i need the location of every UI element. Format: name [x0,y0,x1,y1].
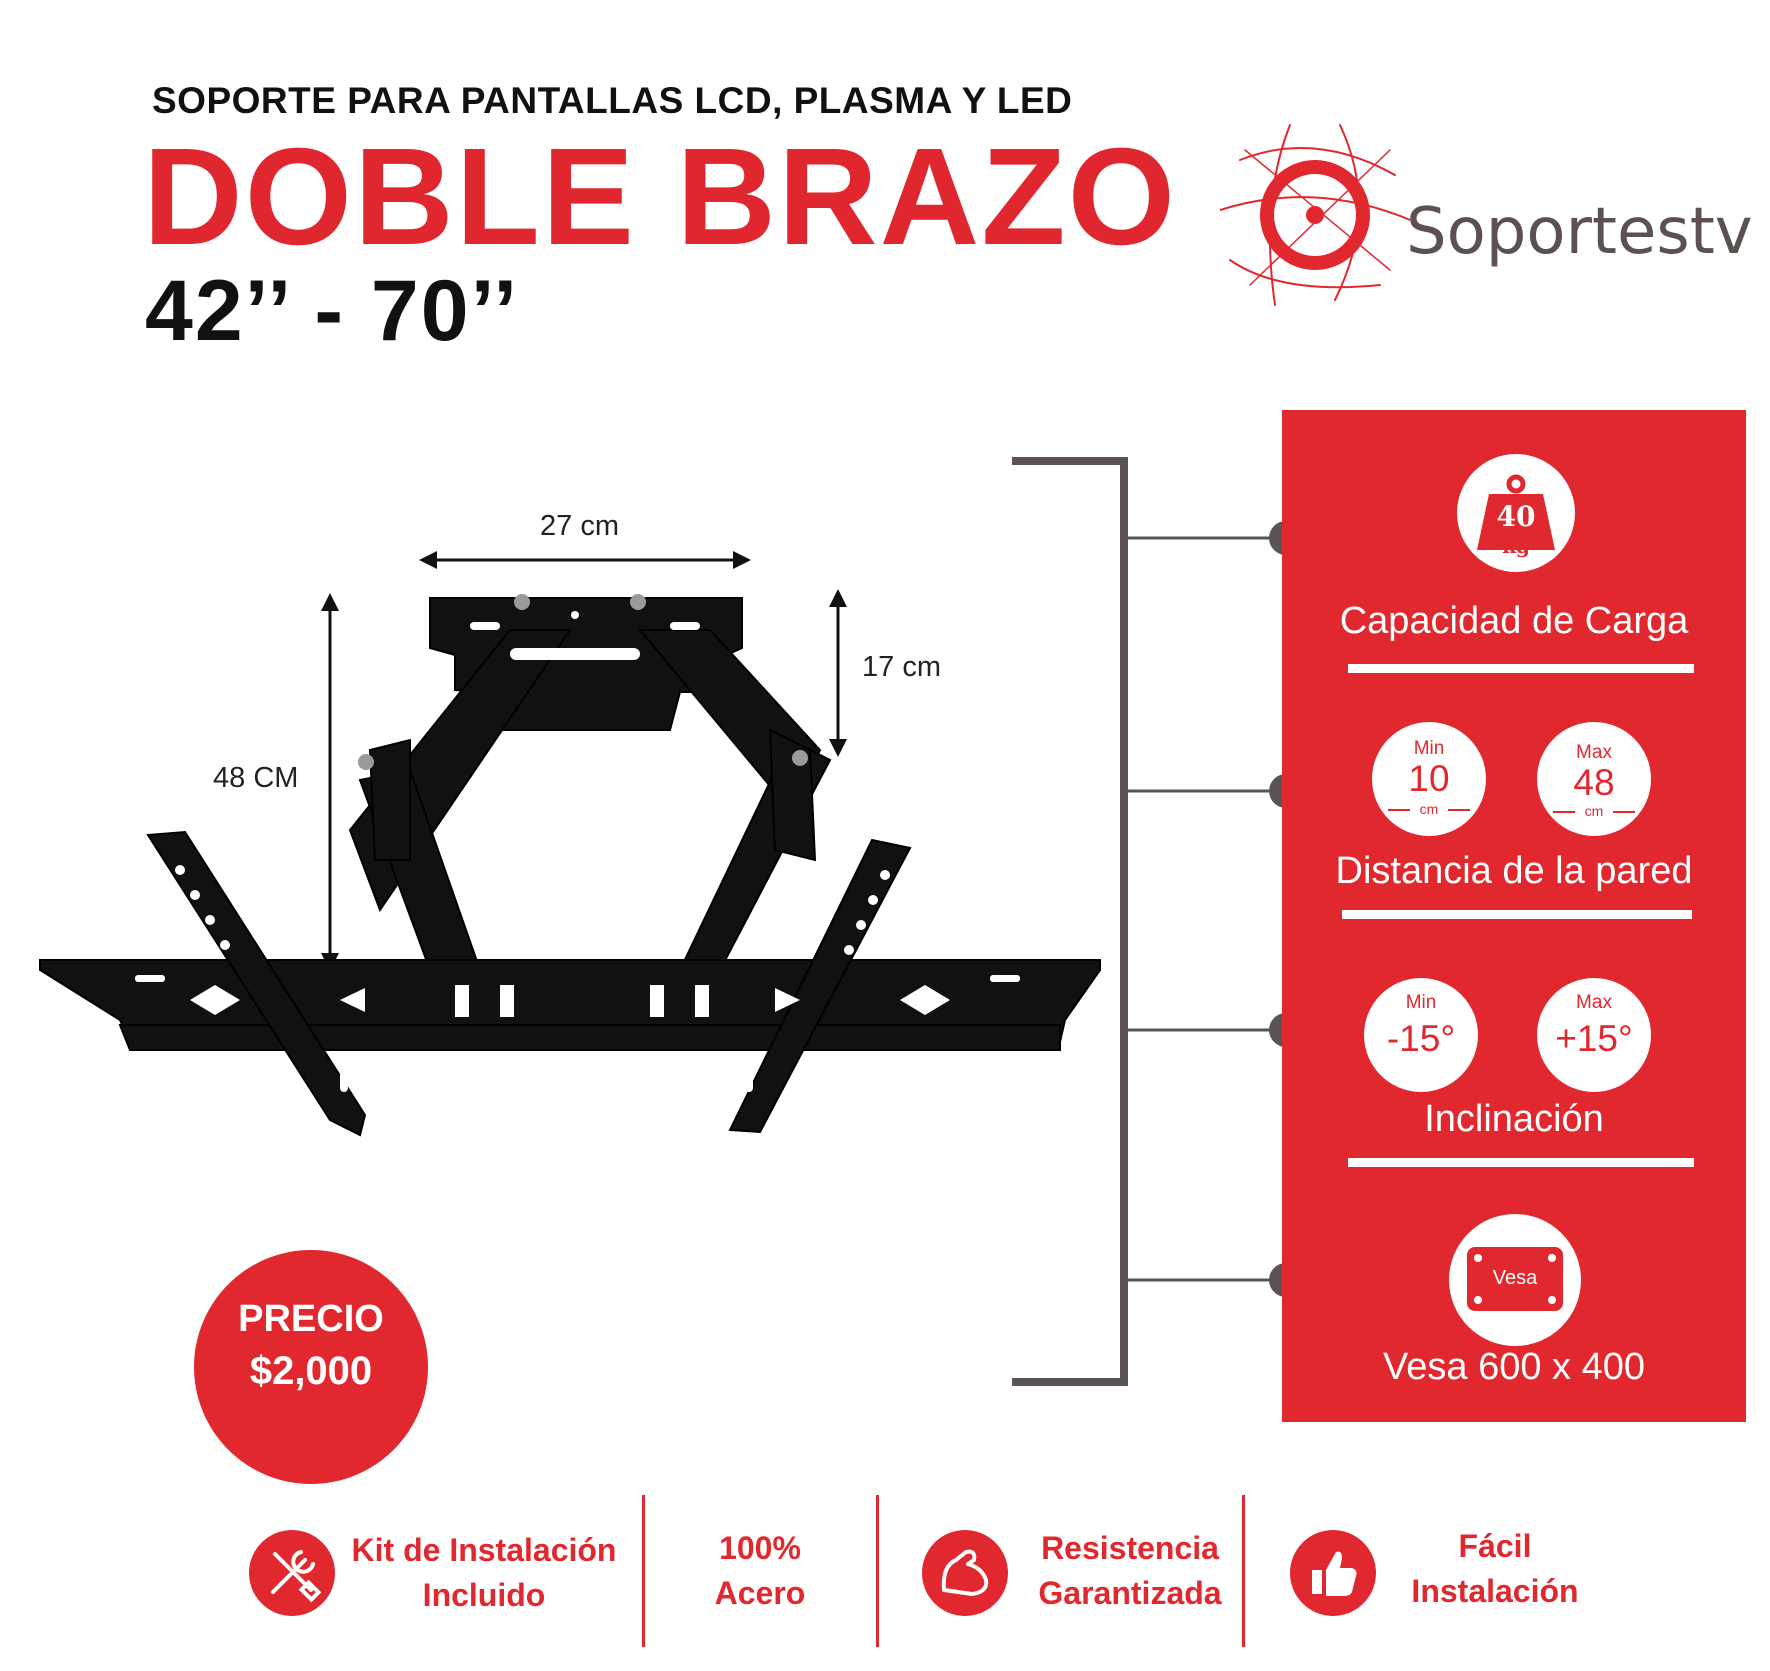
feature-divider [876,1495,879,1647]
tilt-label: Inclinación [1424,1098,1604,1140]
spec-divider [1348,1158,1694,1167]
feature-resistance-line1: Resistencia [1041,1530,1219,1566]
wall-distance-min-unit: cm [1419,801,1439,817]
spec-divider [1348,664,1694,673]
dimension-depth-label: 17 cm [862,651,941,683]
weight-icon [1477,474,1555,550]
screen-size-range: 42’’ - 70’’ [145,263,520,359]
wall-distance-min-value: 10 [1408,758,1450,799]
price-label: PRECIO [238,1298,384,1340]
product-subtitle: SOPORTE PARA PANTALLAS LCD, PLASMA Y LED [152,80,1073,121]
wall-distance-max-unit: cm [1584,803,1604,819]
vesa-badge: Vesa [1449,1214,1581,1346]
capacity-unit: kg [1502,534,1530,558]
feature-divider [1242,1495,1245,1647]
feature-resistance-line2: Garantizada [1038,1575,1222,1611]
tilt-max-badge: Max +15° [1537,978,1651,1092]
price-value: $2,000 [249,1349,373,1393]
feature-steel-line2: Acero [714,1575,806,1611]
vesa-plate-icon: Vesa [1467,1247,1563,1311]
feature-easy-install-line2: Instalación [1411,1573,1579,1609]
measure-line-icon [1448,809,1470,811]
wall-distance-min-label: Min [1413,738,1445,759]
feature-kit-line1: Kit de Instalación [351,1532,617,1568]
tools-icon [249,1530,335,1616]
wall-distance-min-badge: Min 10 cm [1372,722,1486,836]
tilt-min-value: -15° [1386,1018,1456,1059]
tilt-min-label: Min [1405,992,1437,1013]
tilt-max-label: Max [1576,992,1612,1013]
feature-steel: 100% Acero [670,1526,850,1616]
feature-kit-line2: Incluido [422,1577,546,1613]
price-badge: PRECIO $2,000 [194,1250,428,1484]
brand-logo-icon [1220,124,1410,306]
dimension-height-label: 48 CM [213,762,299,794]
strength-arm-icon [922,1530,1008,1616]
wall-distance-max-value: 48 [1573,762,1615,803]
vesa-label: Vesa 600 x 400 [1383,1346,1645,1388]
thumbs-up-icon [1290,1530,1376,1616]
measure-line-icon [1553,811,1575,813]
wall-distance-max-label: Max [1576,742,1612,763]
tilt-min-badge: Min -15° [1364,978,1478,1092]
wall-distance-max-badge: Max 48 cm [1537,722,1651,836]
capacity-value: 40 [1496,500,1536,533]
tv-mount-product-image [39,551,1101,1137]
measure-line-icon [1613,811,1635,813]
product-title: DOBLE BRAZO [143,120,1177,274]
capacity-label: Capacidad de Carga [1339,600,1689,642]
wall-distance-label: Distancia de la pared [1335,850,1693,892]
measure-line-icon [1388,809,1410,811]
spec-connector-bracket [1012,457,1303,1386]
feature-divider [642,1495,645,1647]
feature-resistance: Resistencia Garantizada [1010,1526,1250,1616]
feature-steel-line1: 100% [719,1530,801,1566]
specs-panel: 40 kg Capacidad de Carga Min 10 cm Max 4… [1282,410,1746,1422]
vesa-badge-text: Vesa [1492,1267,1538,1289]
feature-kit: Kit de Instalación Incluido [334,1528,634,1618]
dimension-width-label: 27 cm [540,510,619,542]
feature-easy-install: Fácil Instalación [1380,1524,1610,1614]
brand-name: Soportestv [1406,195,1753,269]
spec-divider [1342,910,1692,919]
feature-easy-install-line1: Fácil [1458,1528,1532,1564]
capacity-badge: 40 kg [1457,454,1575,572]
tilt-max-value: +15° [1555,1018,1633,1059]
